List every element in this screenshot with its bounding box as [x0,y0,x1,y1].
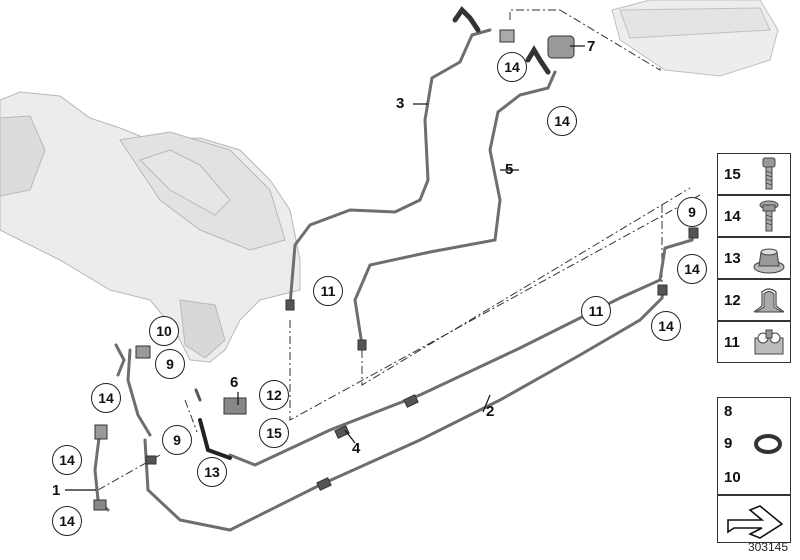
callout-9-left: 9 [155,349,185,379]
callout-14-left-upper: 14 [91,383,121,413]
refrigerant-lines [93,6,696,532]
callout-14-top-left: 14 [497,52,527,82]
leader-lines [65,45,585,491]
hvac-housing [0,91,301,363]
callout-15: 15 [259,418,289,448]
o-ring-icon [754,434,782,454]
bolt-icon [759,200,779,232]
callout-14-top-right: 14 [547,106,577,136]
legend-number: 12 [724,292,741,309]
legend-number-9: 9 [724,435,733,452]
legend-item-13: 13 [717,237,791,279]
legend-direction-arrow [717,495,791,543]
legend-number-10: 10 [724,469,741,486]
callout-7: 7 [587,38,596,55]
callout-14-right-lower: 14 [651,311,681,341]
legend-item-14: 14 [717,195,791,237]
callout-5: 5 [505,161,514,178]
callout-4: 4 [352,440,361,457]
fittings [93,29,699,511]
callout-10: 10 [149,316,179,346]
callout-2: 2 [486,403,495,420]
ac-module [611,0,779,77]
legend-item-11: 11 [717,321,791,363]
callout-13: 13 [197,457,227,487]
legend-number: 13 [724,250,741,267]
callout-11-mid: 11 [313,276,343,306]
legend-number-8: 8 [724,403,733,420]
legend-number: 15 [724,166,741,183]
screw-icon [762,157,776,190]
legend-number: 14 [724,208,741,225]
reference-lines [97,9,701,491]
callout-9-bottom: 9 [162,425,192,455]
reference-number: 303145 [747,540,788,554]
legend-item-12: 12 [717,279,791,321]
callout-11-right: 11 [581,296,611,326]
callout-14-right-upper: 14 [677,254,707,284]
legend-item-15: 15 [717,153,791,195]
callout-1: 1 [52,482,61,499]
callout-3: 3 [396,95,405,112]
callout-14-left-mid: 14 [52,445,82,475]
callout-14-left-bottom: 14 [52,506,82,536]
nut-icon [753,248,785,274]
callout-12: 12 [259,380,289,410]
direction-arrow-icon [727,505,784,539]
callout-9-right: 9 [677,197,707,227]
legend-number: 11 [724,334,740,351]
bracket-clip-icon [753,288,785,313]
pipe-holder-icon [754,329,784,355]
legend-item-8-9-10: 8 9 10 [717,397,791,495]
callout-6: 6 [230,374,239,391]
